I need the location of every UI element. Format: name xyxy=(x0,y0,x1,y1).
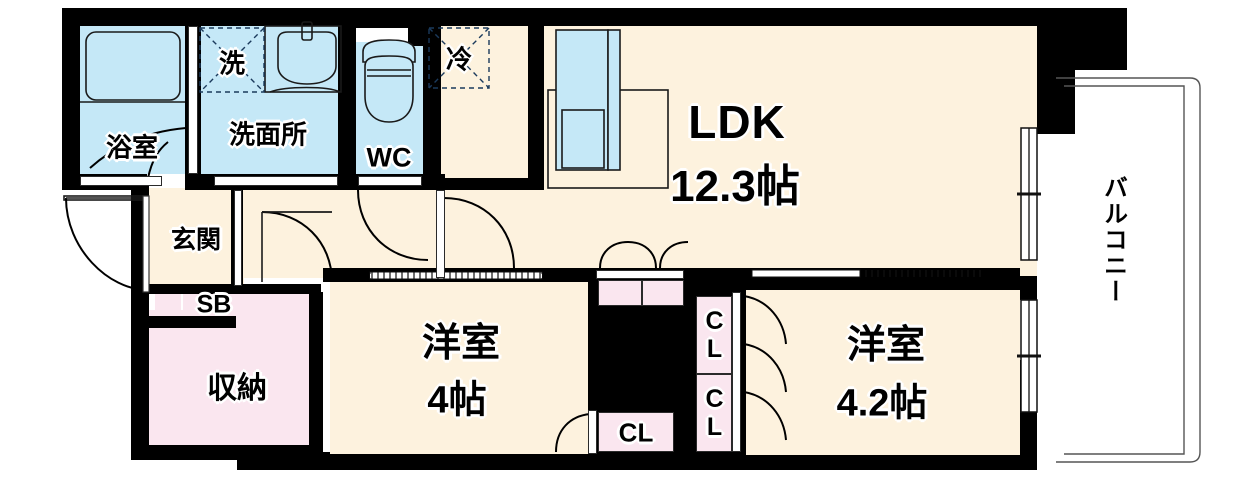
wall-right-lower xyxy=(1017,360,1037,470)
wall-storage-right xyxy=(309,292,323,452)
closet-right-top[interactable] xyxy=(696,296,732,374)
wall-left-lower xyxy=(131,286,149,460)
wall-bottom-main xyxy=(237,452,1037,470)
door-plate-vanity-bottom[interactable] xyxy=(214,176,338,186)
door-plate-closet-left[interactable] xyxy=(588,410,597,454)
room-corridor xyxy=(240,188,540,278)
label-closet-right-top: CL xyxy=(700,307,729,363)
label-bath: 浴室 xyxy=(105,132,159,163)
door-plate-bath-bottom[interactable] xyxy=(80,176,162,186)
label-washer: 洗 xyxy=(218,48,246,79)
wall-kitchen-divider xyxy=(408,26,426,46)
label-closet-right-bottom: CL xyxy=(700,385,729,441)
wall-ldk-left xyxy=(528,26,544,184)
label-storage: 収納 xyxy=(207,372,267,405)
door-plate-wc-bottom[interactable] xyxy=(358,176,422,186)
closet-center-top-a[interactable] xyxy=(598,280,642,306)
label-shoebox: SB xyxy=(196,290,232,319)
shoebox-right-cell xyxy=(183,292,235,320)
wall-bedroomleft-topright xyxy=(543,268,595,282)
shoebox-left-cell xyxy=(155,292,181,320)
wall-bedroomleft-top xyxy=(323,268,543,282)
room-genkan xyxy=(149,188,244,292)
closet-center-top-b[interactable] xyxy=(642,280,684,306)
wall-wc-right xyxy=(423,26,441,190)
label-bedroom-left-name: 洋室 xyxy=(421,322,501,365)
label-bedroom-right-size: 4.2帖 xyxy=(836,382,928,425)
wall-left-mid xyxy=(131,186,149,290)
label-balcony: バルコニー xyxy=(1099,175,1127,305)
closet-bedroom-left-cl[interactable] xyxy=(598,412,674,452)
wall-left-upper xyxy=(62,8,82,190)
label-closet-bedroom-left: CL xyxy=(618,417,654,448)
label-bedroom-left-size: 4帖 xyxy=(427,379,487,422)
wall-top-outer xyxy=(62,8,1037,28)
door-plate-center-top[interactable] xyxy=(596,270,684,279)
room-bedroom-right-notch xyxy=(744,290,1020,360)
wall-storage-top xyxy=(149,284,321,294)
label-wc: WC xyxy=(366,142,412,173)
wall-shoebox-bottom xyxy=(149,316,236,328)
label-genkan: 玄関 xyxy=(170,226,222,254)
wall-ldk-left-lower xyxy=(426,178,544,190)
label-bedroom-right-name: 洋室 xyxy=(846,324,926,367)
wall-bedroomright-top xyxy=(740,268,1020,290)
door-plate-vanity[interactable] xyxy=(188,26,198,174)
closet-right-bottom[interactable] xyxy=(696,374,732,452)
door-plate-genkan[interactable] xyxy=(234,190,242,286)
label-ldk-name: LDK xyxy=(688,96,786,148)
door-plate-closet-right[interactable] xyxy=(732,292,741,452)
door-plate-corridor[interactable] xyxy=(436,190,445,278)
label-fridge: 冷 xyxy=(445,44,473,75)
room-storage xyxy=(149,310,321,445)
wall-right-upper xyxy=(1037,8,1075,126)
storage-upper-arm xyxy=(234,292,321,316)
label-vanity: 洗面所 xyxy=(228,119,308,150)
room-bedroom-left xyxy=(330,276,588,454)
label-ldk-size: 12.3帖 xyxy=(670,162,800,211)
wall-vanity-right2 xyxy=(338,42,356,190)
wall-vanity-right xyxy=(338,8,356,48)
